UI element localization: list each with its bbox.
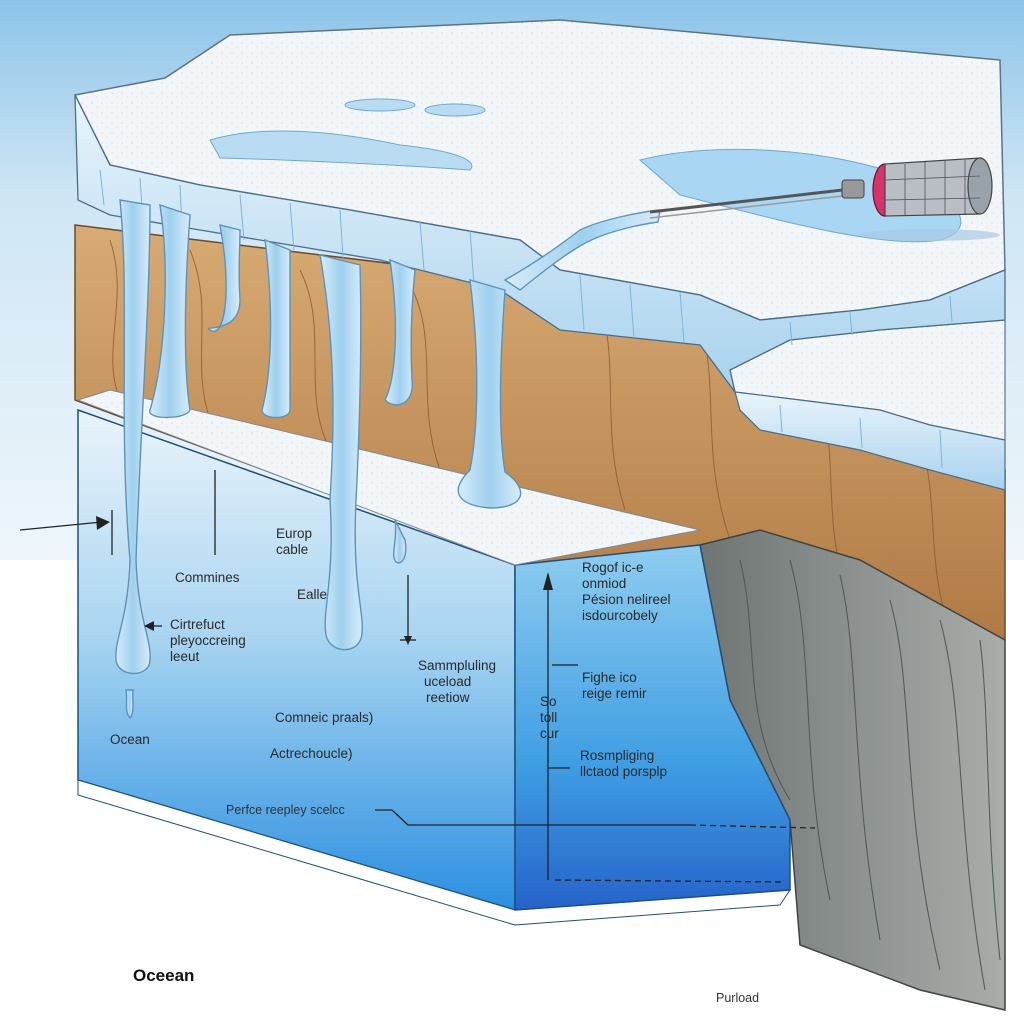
leader-lines [19, 470, 816, 883]
label-ocean-left: Ocean [110, 732, 150, 747]
ocean-block-side [514, 544, 791, 911]
label-comneic: Comneic praals) [275, 710, 374, 725]
label-commines: Commines [175, 570, 240, 585]
cylinder-probe-icon [841, 157, 1000, 241]
label-purload: Purload [716, 991, 760, 1005]
sediment-layer [76, 389, 701, 566]
arrow-right-icon [96, 516, 553, 645]
label-actrechoucle: Actrechoucle) [270, 746, 353, 761]
label-perfce: Perfce reepley scelcc [226, 803, 345, 817]
ice-shelf-face [74, 94, 1006, 393]
label-ealle: Ealle [297, 587, 328, 602]
probe-cable [649, 186, 861, 214]
meltwater-drips [115, 199, 661, 720]
label-ocean-bottom: Oceean [133, 966, 195, 985]
